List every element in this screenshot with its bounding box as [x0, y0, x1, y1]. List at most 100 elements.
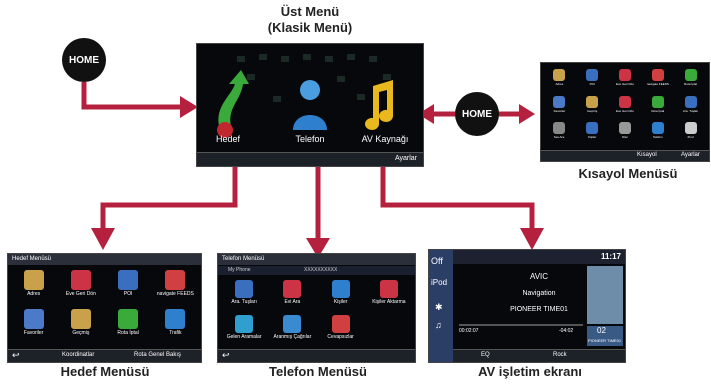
av-album-caption: PIONEER TIME01 — [588, 338, 622, 343]
coordinates-button[interactable]: Koordinatlar — [62, 352, 95, 358]
menu-item[interactable]: Rota İptal — [674, 67, 707, 94]
menu-item[interactable]: Ara. Tuşları — [674, 94, 707, 121]
arrowhead-left-double — [418, 104, 434, 124]
menu-item[interactable]: Gelen Aramalar — [220, 313, 268, 348]
menu-item[interactable]: Adres — [543, 67, 576, 94]
av-time-elapsed: 00:02:07 — [459, 328, 479, 334]
menu-item-icon — [23, 270, 44, 290]
menu-item[interactable]: POI — [576, 67, 609, 94]
main-to-av-arrow-line — [380, 158, 535, 228]
menu-item[interactable]: Favoriler — [10, 307, 57, 346]
back-arrow-icon[interactable]: ↩ — [222, 350, 230, 360]
top-menu-title: Üst Menü (Klasik Menü) — [245, 4, 375, 36]
menu-item[interactable]: Kişiler Aktarma — [365, 278, 413, 313]
av-counter: 02 — [597, 326, 606, 335]
av-clock: 11:17 — [600, 252, 621, 261]
hedef-footer-bar: ↩ Koordinatlar Rota Genel Bakış — [8, 349, 201, 362]
menu-item[interactable]: Geçmiş — [576, 94, 609, 121]
shortcut-footer-bar: Kısayol Ayarlar — [541, 150, 709, 161]
menu-item[interactable]: navigate FEEDS — [152, 268, 199, 307]
av-progress-bar[interactable] — [459, 324, 583, 326]
home-button-left[interactable]: HOME — [62, 38, 106, 82]
av-text-line2: Navigation — [522, 290, 556, 297]
top-menu-title-line2: (Klasik Menü) — [267, 20, 353, 35]
menu-item-icon — [553, 122, 566, 135]
menu-item-label: Kişiler Aktarma — [372, 299, 406, 305]
menu-item[interactable]: Cevapsızlar — [317, 313, 365, 348]
menu-item-icon — [651, 69, 664, 81]
menu-item[interactable]: Eve Geri Dön — [57, 268, 104, 307]
menu-item[interactable]: Aranmış Çağrılar — [268, 313, 316, 348]
menu-item-label: Kişiler — [588, 135, 597, 140]
menu-item-icon — [165, 309, 186, 329]
shortcut-settings-button[interactable]: Ayarlar — [681, 152, 700, 158]
menu-item-icon — [235, 315, 254, 333]
menu-item-label: Eve Geri Dön — [615, 108, 634, 113]
menu-item[interactable]: Ara. Tuşları — [220, 278, 268, 313]
menu-item[interactable]: Eve Geri Dön — [609, 67, 642, 94]
destination-arrow-icon — [218, 70, 249, 126]
top-menu-title-line1: Üst Menü — [280, 4, 340, 19]
menu-item[interactable]: Evi Ara — [268, 278, 316, 313]
main-item-telefon[interactable]: Telefon — [295, 134, 325, 144]
menu-item-label: Kişiler — [333, 299, 348, 305]
arrowhead-to-av — [520, 228, 544, 250]
album-art — [587, 266, 623, 324]
menu-item-label: Telefon — [652, 135, 663, 140]
menu-item[interactable]: Adres — [10, 268, 57, 307]
arrowhead-to-main — [180, 96, 198, 118]
main-item-hedef[interactable]: Hedef — [215, 134, 241, 144]
bluetooth-icon[interactable]: ✱ — [435, 302, 443, 312]
menu-item-label: Rota İptal — [651, 108, 665, 113]
menu-item-label: Eve Geri Dön — [615, 82, 634, 86]
menu-item[interactable]: navigate FEEDS — [641, 67, 674, 94]
menu-item[interactable]: Geçmiş — [57, 307, 104, 346]
menu-item-label: Geçmiş — [72, 330, 90, 336]
menu-item-label: iPod — [687, 135, 694, 140]
phone-name: My Phone — [228, 267, 251, 273]
menu-item-icon — [553, 95, 566, 108]
av-operation-caption: AV işletim ekranı — [478, 364, 582, 379]
menu-item-label: Ses Ara. — [553, 135, 566, 140]
hedef-header: Hedef Menüsü — [8, 254, 201, 265]
menu-item[interactable]: Rota İptal — [105, 307, 152, 346]
menu-item[interactable]: Ses Ara. — [543, 120, 576, 147]
menu-item[interactable]: Eve Geri Dön — [609, 94, 642, 121]
telephone-person-icon — [300, 80, 320, 100]
av-text-line3: PIONEER TIME01 — [510, 306, 568, 313]
menu-item[interactable]: Kişiler — [576, 120, 609, 147]
menu-item[interactable]: Telefon — [641, 120, 674, 147]
genre-button[interactable]: Rock — [553, 352, 567, 358]
menu-item[interactable]: POI — [105, 268, 152, 307]
menu-item-label: Disc — [622, 135, 628, 140]
home-button-right[interactable]: HOME — [455, 92, 499, 136]
shortcut-footer-label[interactable]: Kısayol — [637, 152, 657, 158]
route-overview-button[interactable]: Rota Genel Bakış — [134, 352, 182, 358]
menu-item[interactable]: iPod — [674, 120, 707, 147]
menu-item[interactable]: Favoriler — [543, 94, 576, 121]
menu-item-label: Geçmiş — [587, 108, 598, 113]
telefon-footer-bar: ↩ — [218, 349, 415, 362]
main-item-av[interactable]: AV Kaynağı — [361, 134, 409, 144]
telefon-menu-caption: Telefon Menüsü — [269, 364, 367, 379]
menu-item[interactable]: Rota İptal — [641, 94, 674, 121]
av-tab-ipod[interactable]: iPod — [431, 278, 448, 287]
menu-item-label: navigate FEEDS — [646, 82, 669, 86]
music-icon[interactable]: ♫ — [435, 320, 442, 330]
menu-item[interactable]: Trafik — [152, 307, 199, 346]
menu-item[interactable]: Kişiler — [317, 278, 365, 313]
menu-item[interactable]: Disc — [609, 120, 642, 147]
back-arrow-icon[interactable]: ↩ — [12, 350, 20, 360]
main-to-hedef-arrow-line — [100, 158, 238, 228]
menu-item-icon — [165, 270, 186, 290]
main-footer-bar: Ayarlar — [197, 152, 423, 166]
settings-button[interactable]: Ayarlar — [394, 155, 417, 162]
eq-button[interactable]: EQ — [481, 352, 490, 358]
home-to-main-arrow-line — [81, 82, 180, 110]
av-tab-off[interactable]: Off — [431, 256, 443, 266]
album-thumb: 02 PIONEER TIME01 — [587, 326, 623, 346]
